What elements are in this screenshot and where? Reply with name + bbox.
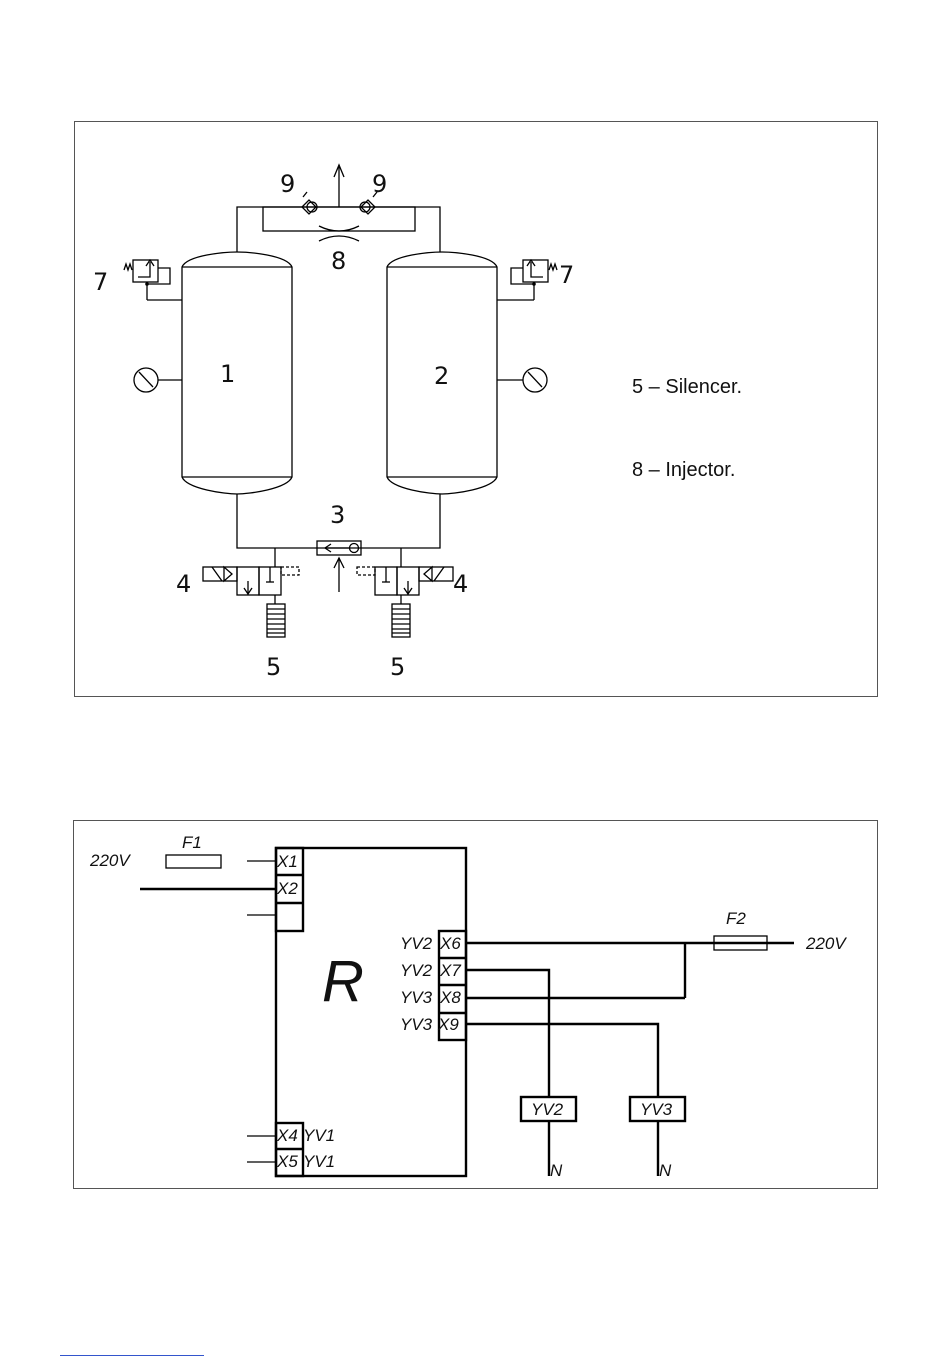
legend-silencer: 5 – Silencer.: [632, 376, 742, 398]
electrical-diagram-panel: R X1 X2 220V F1 X4 X5 YV1 YV1 X6 X7 X8 X…: [73, 820, 878, 1189]
safety-valve-right-icon: [497, 260, 557, 300]
label-tank-2: 2: [434, 362, 449, 390]
neutral-1-label: N: [550, 1161, 563, 1180]
terminal-x9: X9: [437, 1015, 459, 1034]
terminal-x6: X6: [439, 934, 461, 953]
terminal-x4: X4: [276, 1126, 298, 1145]
terminal-x8-tag: YV3: [400, 988, 433, 1007]
terminal-x4-tag: YV1: [303, 1126, 335, 1145]
label-safety-valve-right: 7: [559, 261, 574, 289]
solenoid-valve-right-icon: [357, 548, 453, 637]
label-check-valve-right: 9: [372, 170, 387, 198]
pressure-gauge-left-icon: [134, 368, 182, 392]
footer-link-underline[interactable]: [60, 1355, 204, 1356]
terminal-x9-tag: YV3: [400, 1015, 433, 1034]
electrical-diagram: R X1 X2 220V F1 X4 X5 YV1 YV1 X6 X7 X8 X…: [74, 821, 877, 1188]
terminal-x5: X5: [276, 1152, 298, 1171]
neutral-2-label: N: [659, 1161, 672, 1180]
pneumatic-diagram-panel: 9 9 8 7 7 1 2 3 4 4 5 5 5 – Silencer. 8 …: [74, 121, 878, 697]
injector-icon: [319, 226, 359, 241]
terminal-x7: X7: [439, 961, 461, 980]
label-solenoid-right: 4: [453, 570, 468, 598]
solenoid-valve-left-icon: [203, 548, 299, 637]
label-silencer-left: 5: [266, 653, 281, 681]
fuse-f2-label: F2: [726, 909, 746, 928]
terminal-x2: X2: [276, 879, 298, 898]
safety-valve-left-icon: [124, 260, 182, 300]
valve-yv3-label: YV3: [640, 1100, 673, 1119]
pneumatic-diagram: 9 9 8 7 7 1 2 3 4 4 5 5 5 – Silencer. 8 …: [75, 122, 877, 696]
fuse-f1: [166, 855, 221, 868]
valve-yv2-label: YV2: [531, 1100, 564, 1119]
controller-label: R: [322, 949, 364, 1014]
label-tank-1: 1: [220, 360, 235, 388]
label-safety-valve-left: 7: [93, 268, 108, 296]
pressure-gauge-right-icon: [497, 368, 547, 392]
fuse-f1-label: F1: [182, 833, 202, 852]
supply-left-label: 220V: [89, 851, 131, 870]
terminal-x5-tag: YV1: [303, 1152, 335, 1171]
terminal-x1: X1: [276, 852, 298, 871]
check-valve-left-icon: [302, 192, 317, 214]
label-check-valve-left: 9: [280, 170, 295, 198]
terminal-x7-tag: YV2: [400, 961, 433, 980]
tank-1: [182, 252, 292, 494]
label-injector: 8: [331, 247, 346, 275]
terminal-x8: X8: [439, 988, 461, 1007]
label-shuttle-valve: 3: [330, 501, 345, 529]
terminal-x6-tag: YV2: [400, 934, 433, 953]
label-solenoid-left: 4: [176, 570, 191, 598]
legend-injector: 8 – Injector.: [632, 459, 735, 481]
label-silencer-right: 5: [390, 653, 405, 681]
supply-right-label: 220V: [805, 934, 847, 953]
